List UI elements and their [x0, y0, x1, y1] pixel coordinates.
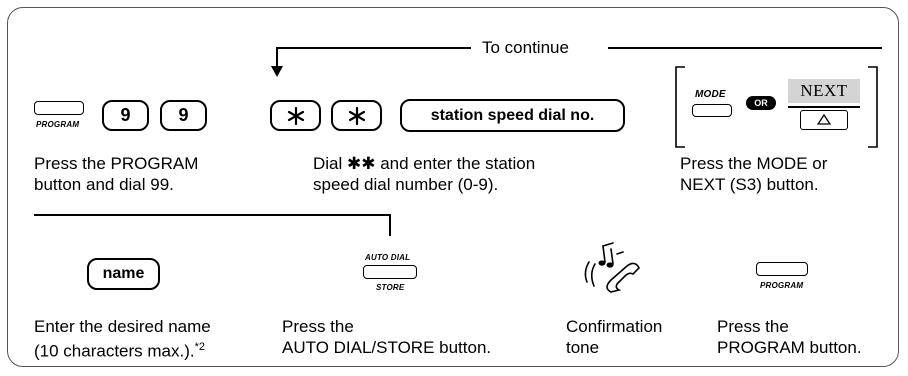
step5-caption-line1: Press the	[282, 317, 354, 336]
step5-caption-line2: AUTO DIAL/STORE button.	[282, 338, 492, 357]
left-bracket	[675, 66, 685, 148]
program-button-label: PROGRAM	[36, 120, 80, 129]
continue-arrowhead-icon	[271, 66, 283, 77]
step2-caption-line2: speed dial number (0-9).	[313, 175, 499, 194]
mode-button-label: MODE	[695, 89, 726, 100]
right-bracket	[868, 66, 878, 148]
asterisk-icon	[348, 106, 365, 125]
step6-caption-line1: Confirmation	[566, 317, 663, 336]
mode-button[interactable]	[692, 104, 732, 117]
key-star-first[interactable]	[270, 100, 321, 131]
step1-caption-line2: button and dial 99.	[34, 175, 174, 194]
or-badge: OR	[746, 96, 776, 110]
step4-caption-line2: (10 characters max.).*2	[34, 337, 205, 362]
next-softkey-label: NEXT	[800, 81, 848, 100]
key-9-second[interactable]: 9	[160, 100, 207, 131]
diagram-frame	[7, 7, 899, 367]
next-softkey-label-box: NEXT	[788, 79, 860, 103]
program-button[interactable]	[34, 101, 84, 115]
footnote-marker: *2	[194, 341, 206, 353]
program-button-final[interactable]	[756, 262, 808, 276]
row2-connector-drop	[389, 214, 391, 236]
step4-caption-line1: Enter the desired name	[34, 317, 211, 336]
auto-dial-store-button[interactable]	[363, 265, 417, 279]
or-label: OR	[754, 98, 768, 108]
name-input[interactable]: name	[87, 258, 160, 290]
step7-caption-line1: Press the	[717, 317, 789, 336]
continue-line-left	[276, 47, 471, 49]
continue-line-right	[608, 47, 882, 49]
triangle-up-icon	[817, 114, 831, 125]
step1-caption-line1: Press the PROGRAM	[34, 154, 199, 173]
key-star-second[interactable]	[331, 100, 382, 131]
continue-label: To continue	[482, 38, 569, 57]
step7-caption-line2: PROGRAM button.	[717, 338, 862, 357]
key-9-first[interactable]: 9	[102, 100, 149, 131]
continue-line-drop	[276, 47, 278, 69]
next-softkey-button[interactable]	[800, 110, 848, 130]
step4-caption-text: (10 characters max.).	[34, 341, 195, 361]
asterisk-icon	[287, 106, 304, 125]
step3-caption-line2: NEXT (S3) button.	[680, 175, 819, 194]
confirmation-tone-icon	[584, 242, 640, 293]
store-label: STORE	[376, 283, 405, 292]
program-button-final-label: PROGRAM	[760, 281, 804, 290]
step3-caption-line1: Press the MODE or	[680, 154, 828, 173]
next-softkey-divider	[788, 106, 860, 108]
auto-dial-label: AUTO DIAL	[365, 253, 411, 262]
step6-caption-line2: tone	[566, 338, 600, 357]
row2-connector-line	[34, 214, 391, 216]
step2-caption-line1: Dial ✱✱ and enter the station	[313, 154, 536, 173]
station-speed-dial-input[interactable]: station speed dial no.	[400, 99, 625, 132]
